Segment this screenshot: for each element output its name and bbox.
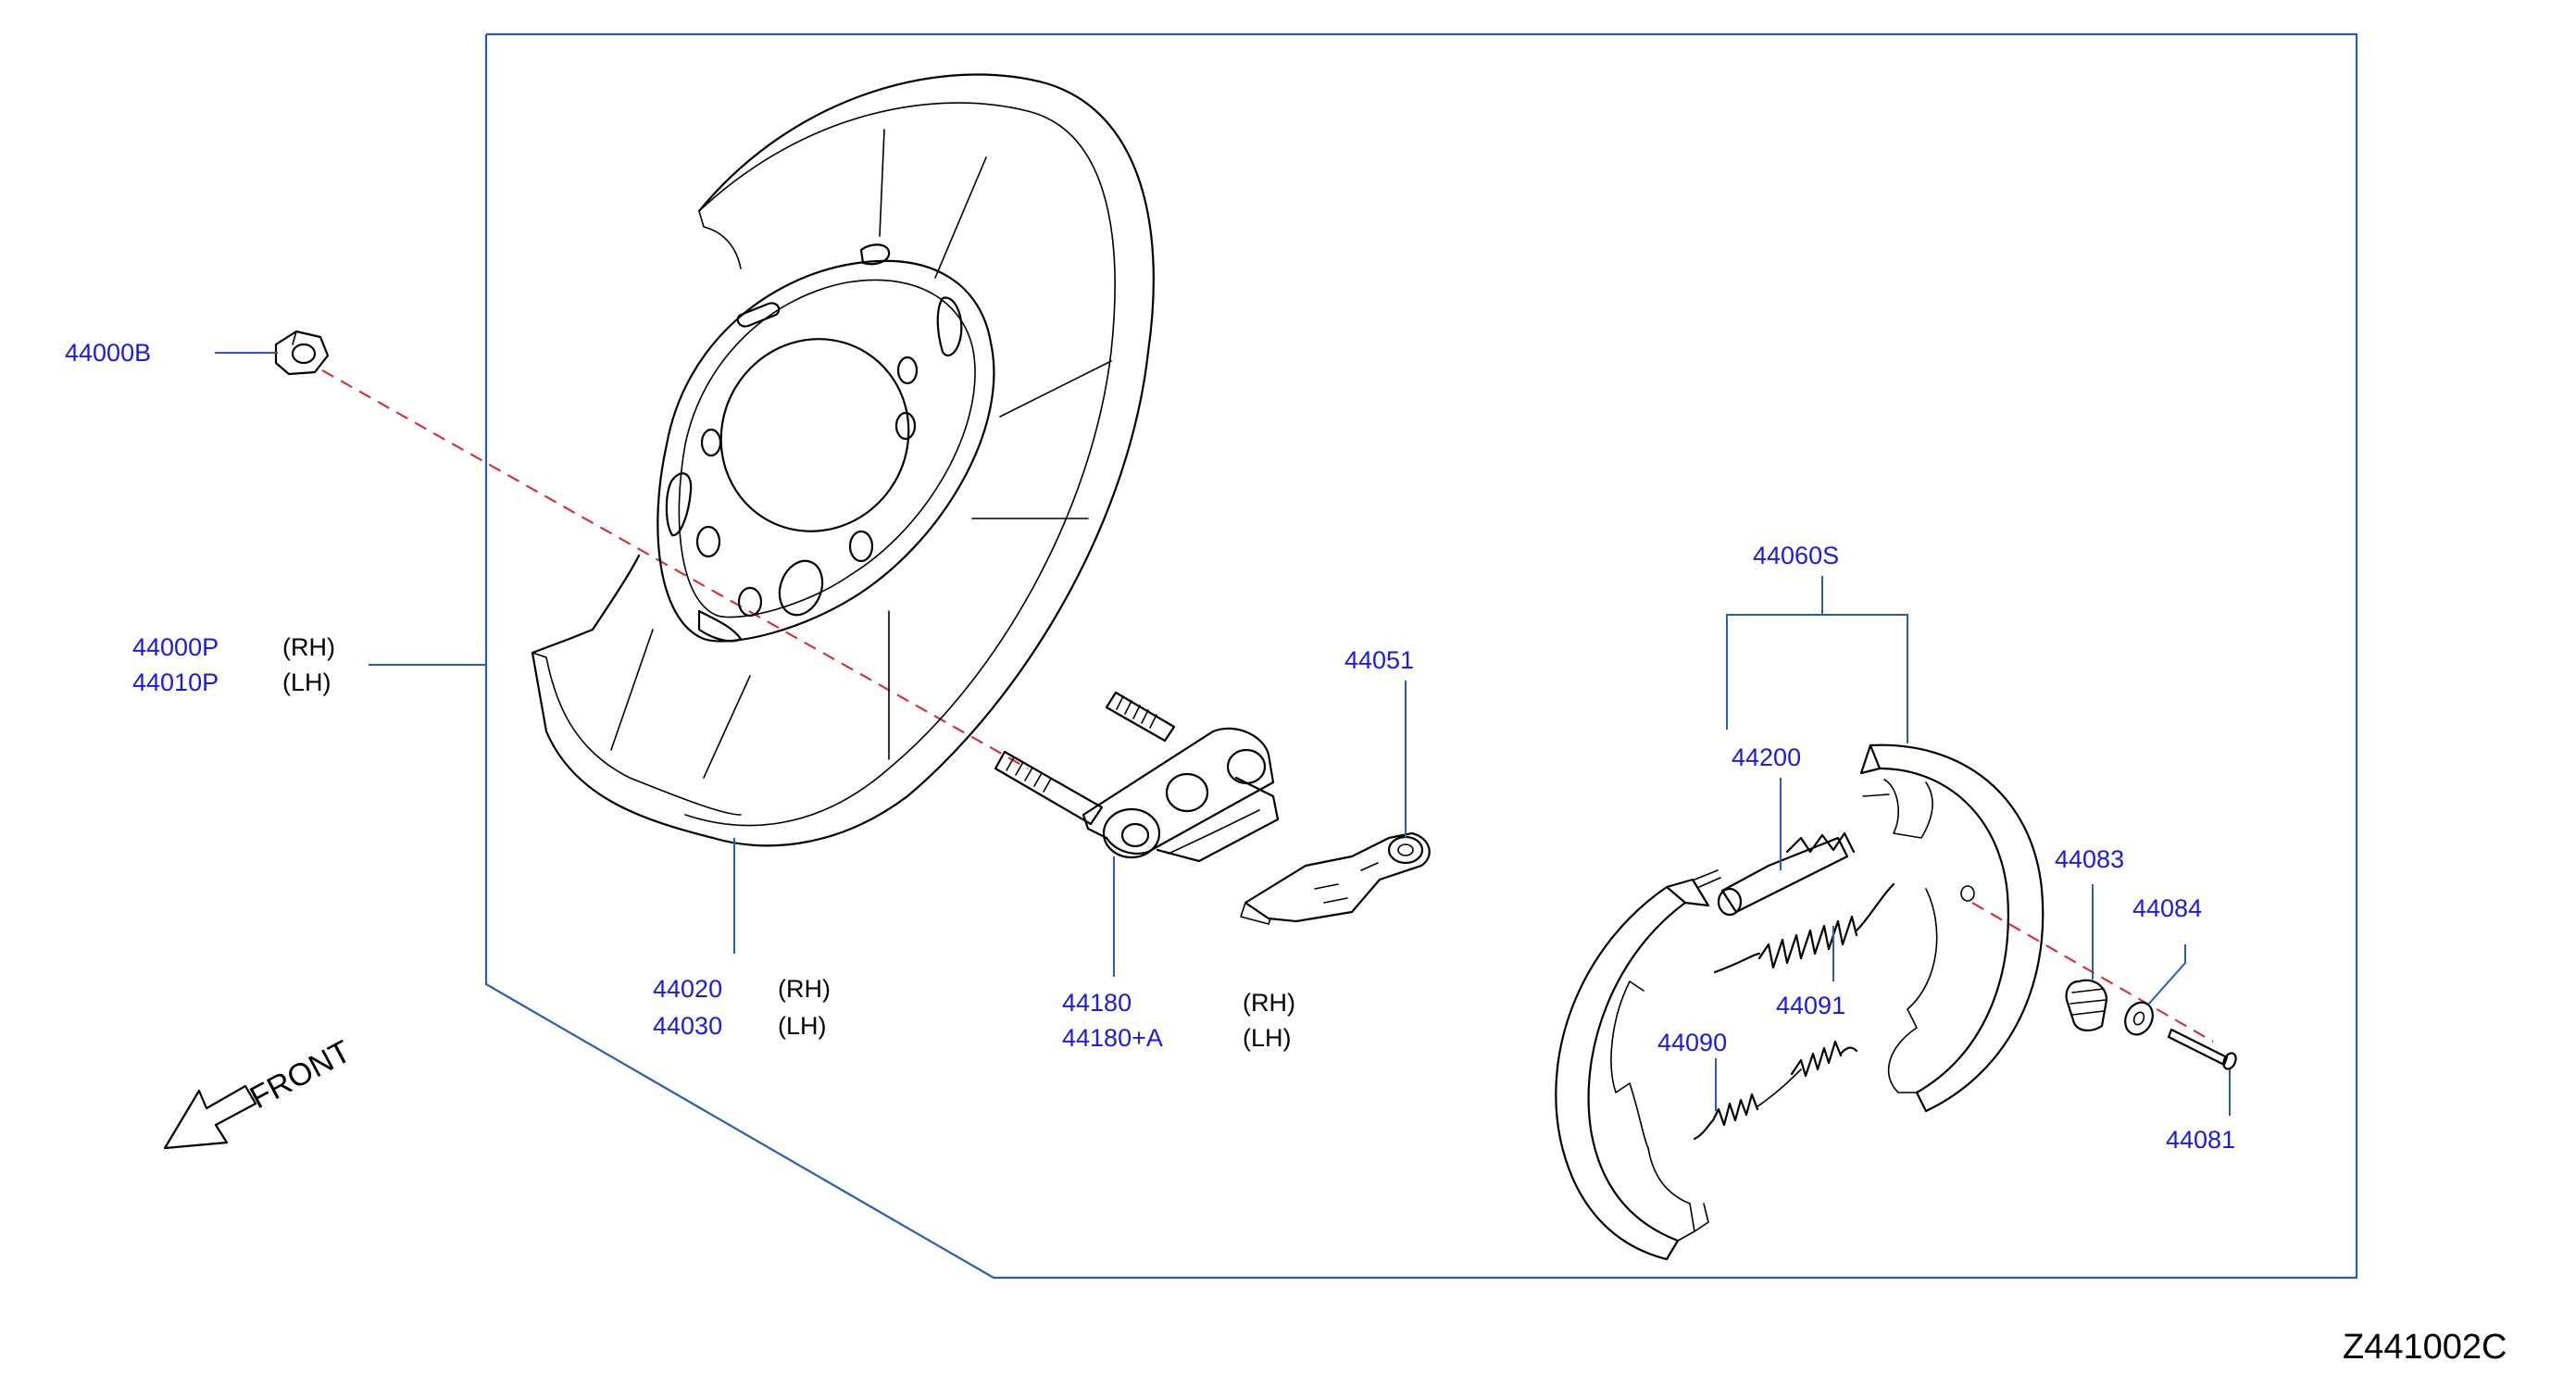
adjuster-icon bbox=[1694, 831, 1856, 917]
leader-retainer bbox=[2147, 944, 2186, 1006]
label-adjuster: 44200 bbox=[1732, 743, 1801, 771]
retainer-icon bbox=[2124, 1001, 2154, 1036]
label-dust-shield-lh: 44030 bbox=[653, 1012, 722, 1040]
label-anchor-block-lh: 44180+A bbox=[1062, 1024, 1163, 1052]
label-dust-shield-lh-side: (LH) bbox=[778, 1012, 827, 1040]
lever-icon bbox=[1240, 831, 1431, 925]
brake-shoe-right-icon bbox=[1859, 743, 2045, 1113]
label-backing-plate-lh-side: (LH) bbox=[282, 668, 331, 696]
label-nut: 44000B bbox=[65, 339, 151, 367]
label-lever: 44051 bbox=[1344, 646, 1414, 674]
label-anchor-block-rh-side: (RH) bbox=[1243, 989, 1295, 1017]
leader-shoe-set bbox=[1726, 614, 1908, 743]
pin-icon bbox=[2167, 1028, 2237, 1070]
label-spring-upper: 44091 bbox=[1776, 992, 1845, 1019]
label-anchor-block-rh: 44180 bbox=[1062, 989, 1132, 1017]
label-pin: 44081 bbox=[2166, 1126, 2235, 1154]
front-label: FRONT bbox=[244, 1034, 356, 1117]
label-dust-shield-rh: 44020 bbox=[653, 975, 722, 1003]
label-retainer: 44084 bbox=[2132, 894, 2202, 922]
label-dust-shield-rh-side: (RH) bbox=[778, 975, 831, 1003]
front-arrow-icon bbox=[163, 1084, 257, 1150]
label-anchor-block-lh-side: (LH) bbox=[1243, 1024, 1292, 1052]
label-spring-lower: 44090 bbox=[1657, 1029, 1727, 1056]
hold-spring-icon bbox=[2065, 979, 2108, 1031]
label-backing-plate-rh-side: (RH) bbox=[282, 633, 335, 661]
anchor-block-icon bbox=[994, 691, 1280, 863]
spring-upper-icon bbox=[1713, 882, 1895, 974]
label-backing-plate-lh: 44010P bbox=[132, 668, 219, 696]
brake-shoe-left-icon bbox=[1555, 878, 1710, 1261]
label-backing-plate-rh: 44000P bbox=[132, 633, 219, 661]
nut-icon bbox=[274, 330, 330, 376]
spring-lower-icon bbox=[1693, 1040, 1858, 1141]
label-hold-spring: 44083 bbox=[2055, 845, 2124, 873]
diagram-code: Z441002C bbox=[2343, 1328, 2507, 1367]
backing-plate-icon bbox=[531, 73, 1155, 847]
label-shoe-set: 44060S bbox=[1753, 542, 1839, 569]
assembly-frame bbox=[484, 32, 2358, 1280]
alignment-line-nut bbox=[321, 369, 1029, 769]
